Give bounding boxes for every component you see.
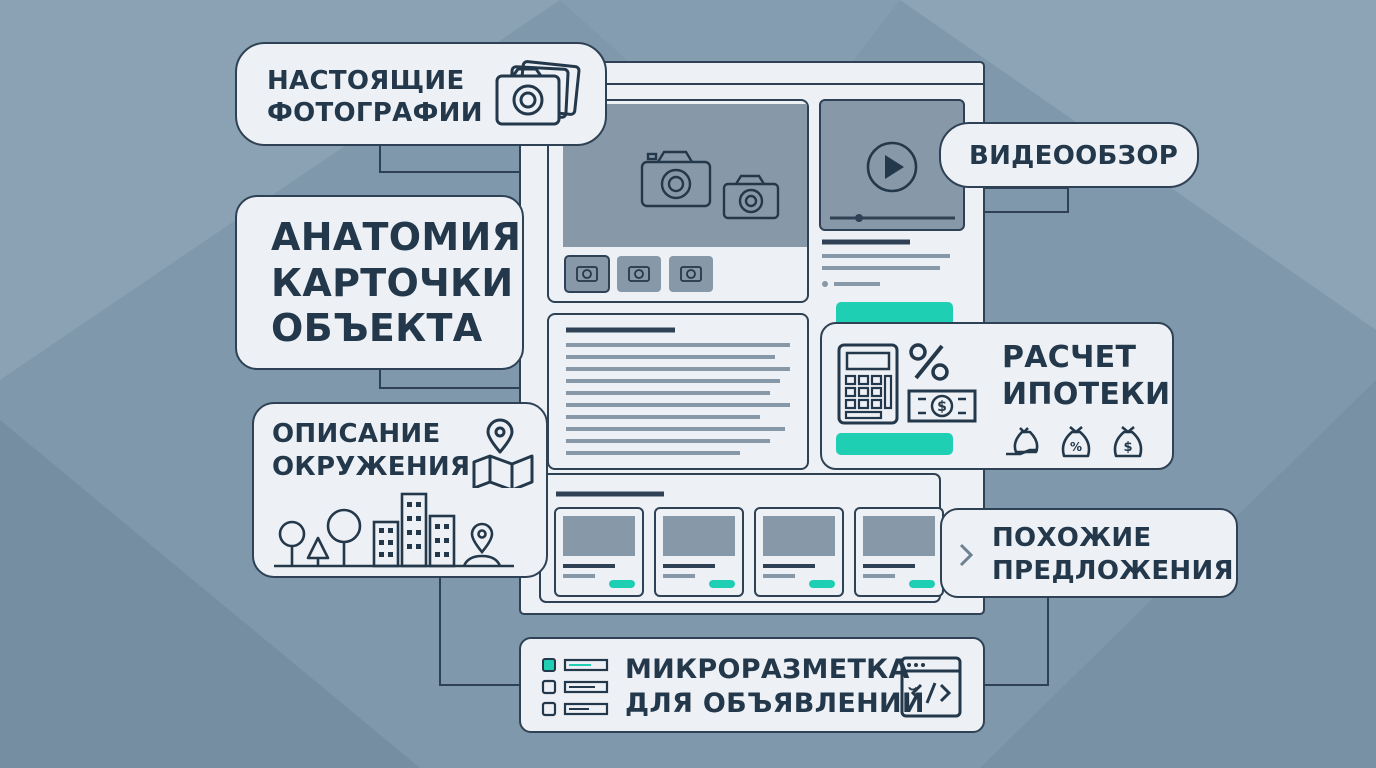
map-icon (472, 418, 534, 488)
callout-microdata: МИКРОРАЗМЕТКА ДЛЯ ОБЪЯВЛЕНИЙ (519, 637, 985, 733)
chevron-right-icon (959, 543, 974, 567)
callout-similar-line-1: ПОХОЖИЕ (992, 523, 1152, 553)
title-line-1: АНАТОМИЯ (271, 215, 522, 259)
callout-environment-line-1: ОПИСАНИЕ (272, 419, 441, 449)
callout-microdata-line-1: МИКРОРАЗМЕТКА (625, 654, 910, 685)
offer-card (554, 507, 644, 597)
map-pin-icon (462, 522, 502, 567)
offer-card (654, 507, 744, 597)
callout-mortgage-line-1: РАСЧЕТ (1002, 340, 1137, 375)
play-icon (866, 141, 918, 193)
video-block (819, 99, 965, 287)
svg-text:$: $ (937, 399, 947, 415)
callout-video-line-1: ВИДЕООБЗОР (969, 141, 1179, 171)
code-window-icon (900, 656, 962, 718)
camera-icon (722, 174, 780, 220)
title-line-2: КАРТОЧКИ (271, 260, 514, 305)
callout-mortgage-line-2: ИПОТЕКИ (1002, 376, 1171, 412)
callout-video-review: ВИДЕООБЗОР (939, 122, 1199, 188)
list-icon (541, 658, 609, 717)
tree-icon (274, 492, 514, 568)
mortgage-accent-bar (836, 302, 953, 326)
title-callout: АНАТОМИЯ КАРТОЧКИ ОБЪЕКТА (235, 195, 524, 370)
callout-environment-line-2: ОКРУЖЕНИЯ (272, 451, 471, 482)
svg-text:%: % (1070, 440, 1082, 454)
mortgage-accent-bar (836, 433, 953, 455)
connector-lines (379, 142, 1069, 686)
callout-environment: ОПИСАНИЕ ОКРУЖЕНИЯ (252, 402, 548, 578)
banknote-icon: $ (907, 389, 977, 423)
similar-offers-block (539, 473, 944, 603)
callout-similar-offers: ПОХОЖИЕ ПРЕДЛОЖЕНИЯ (940, 508, 1238, 598)
callout-real-photos: НАСТОЯЩИЕ ФОТОГРАФИИ (235, 42, 607, 146)
calculator-icon (837, 343, 899, 425)
thumbnail-strip (564, 255, 713, 293)
title-line-3: ОБЪЕКТА (271, 306, 483, 351)
callout-similar-line-2: ПРЕДЛОЖЕНИЯ (992, 555, 1234, 586)
money-bag-icon: % $ (1006, 426, 1143, 458)
description-block (547, 313, 809, 470)
callout-microdata-line-2: ДЛЯ ОБЪЯВЛЕНИЙ (625, 687, 925, 719)
camera-icon (640, 150, 712, 208)
percent-icon (909, 343, 949, 381)
callout-photos-line-1: НАСТОЯЩИЕ (267, 66, 465, 96)
offer-card (854, 507, 944, 597)
building-icon (372, 492, 456, 568)
callout-photos-line-2: ФОТОГРАФИИ (267, 97, 483, 128)
offer-card (754, 507, 844, 597)
svg-text:$: $ (1123, 440, 1132, 455)
photo-stack-icon (495, 60, 581, 126)
